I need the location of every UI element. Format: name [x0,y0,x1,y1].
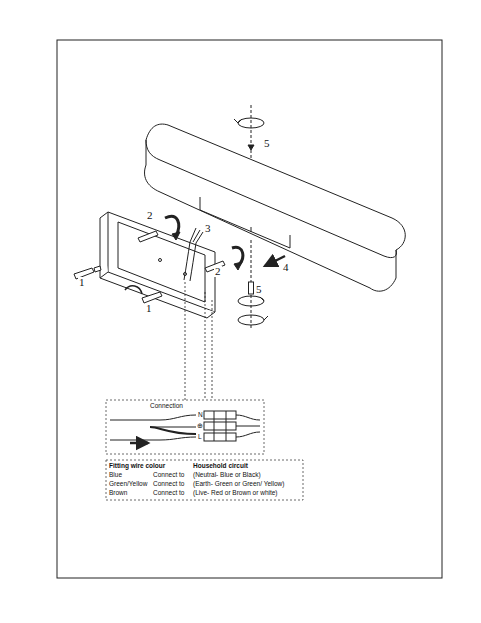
callout-number: 1 [78,277,86,288]
mounting-plate [100,212,215,318]
table-cell: Connect to [153,490,184,497]
table-header: Fitting wire colour [109,463,165,470]
callout-number: 2 [214,266,222,277]
callout-number: 2 [146,210,154,221]
inset-title: Connection [150,403,183,410]
table-cell: Green/Yellow [109,481,147,488]
table-cell: Connect to [153,481,184,488]
wall-plug [74,266,162,303]
table-header: Household circuit [193,463,248,470]
page-frame [57,40,442,578]
callout-number: 5 [263,138,271,149]
callout-number: 3 [204,223,212,234]
screw-top [234,105,264,160]
leader-line [185,282,212,400]
terminal-label: N [198,412,203,419]
table-cell: (Neutral- Blue or Black) [193,472,261,479]
terminal-label: ⊕ [197,423,203,430]
wire-table [106,460,303,500]
callout-number: 1 [145,303,153,314]
terminal-label: L [198,434,202,441]
callout-number: 5 [255,284,263,295]
table-cell: (Live- Red or Brown or white) [193,490,278,497]
table-cell: Connect to [153,472,184,479]
supply-cable [184,228,203,281]
callout-number: 4 [282,262,290,273]
screw-plate [138,216,243,272]
table-cell: Brown [109,490,127,497]
connection-inset [106,400,264,454]
terminal-block [110,411,260,443]
table-cell: Blue [109,472,122,479]
table-cell: (Earth- Green or Green/ Yellow) [193,481,284,488]
